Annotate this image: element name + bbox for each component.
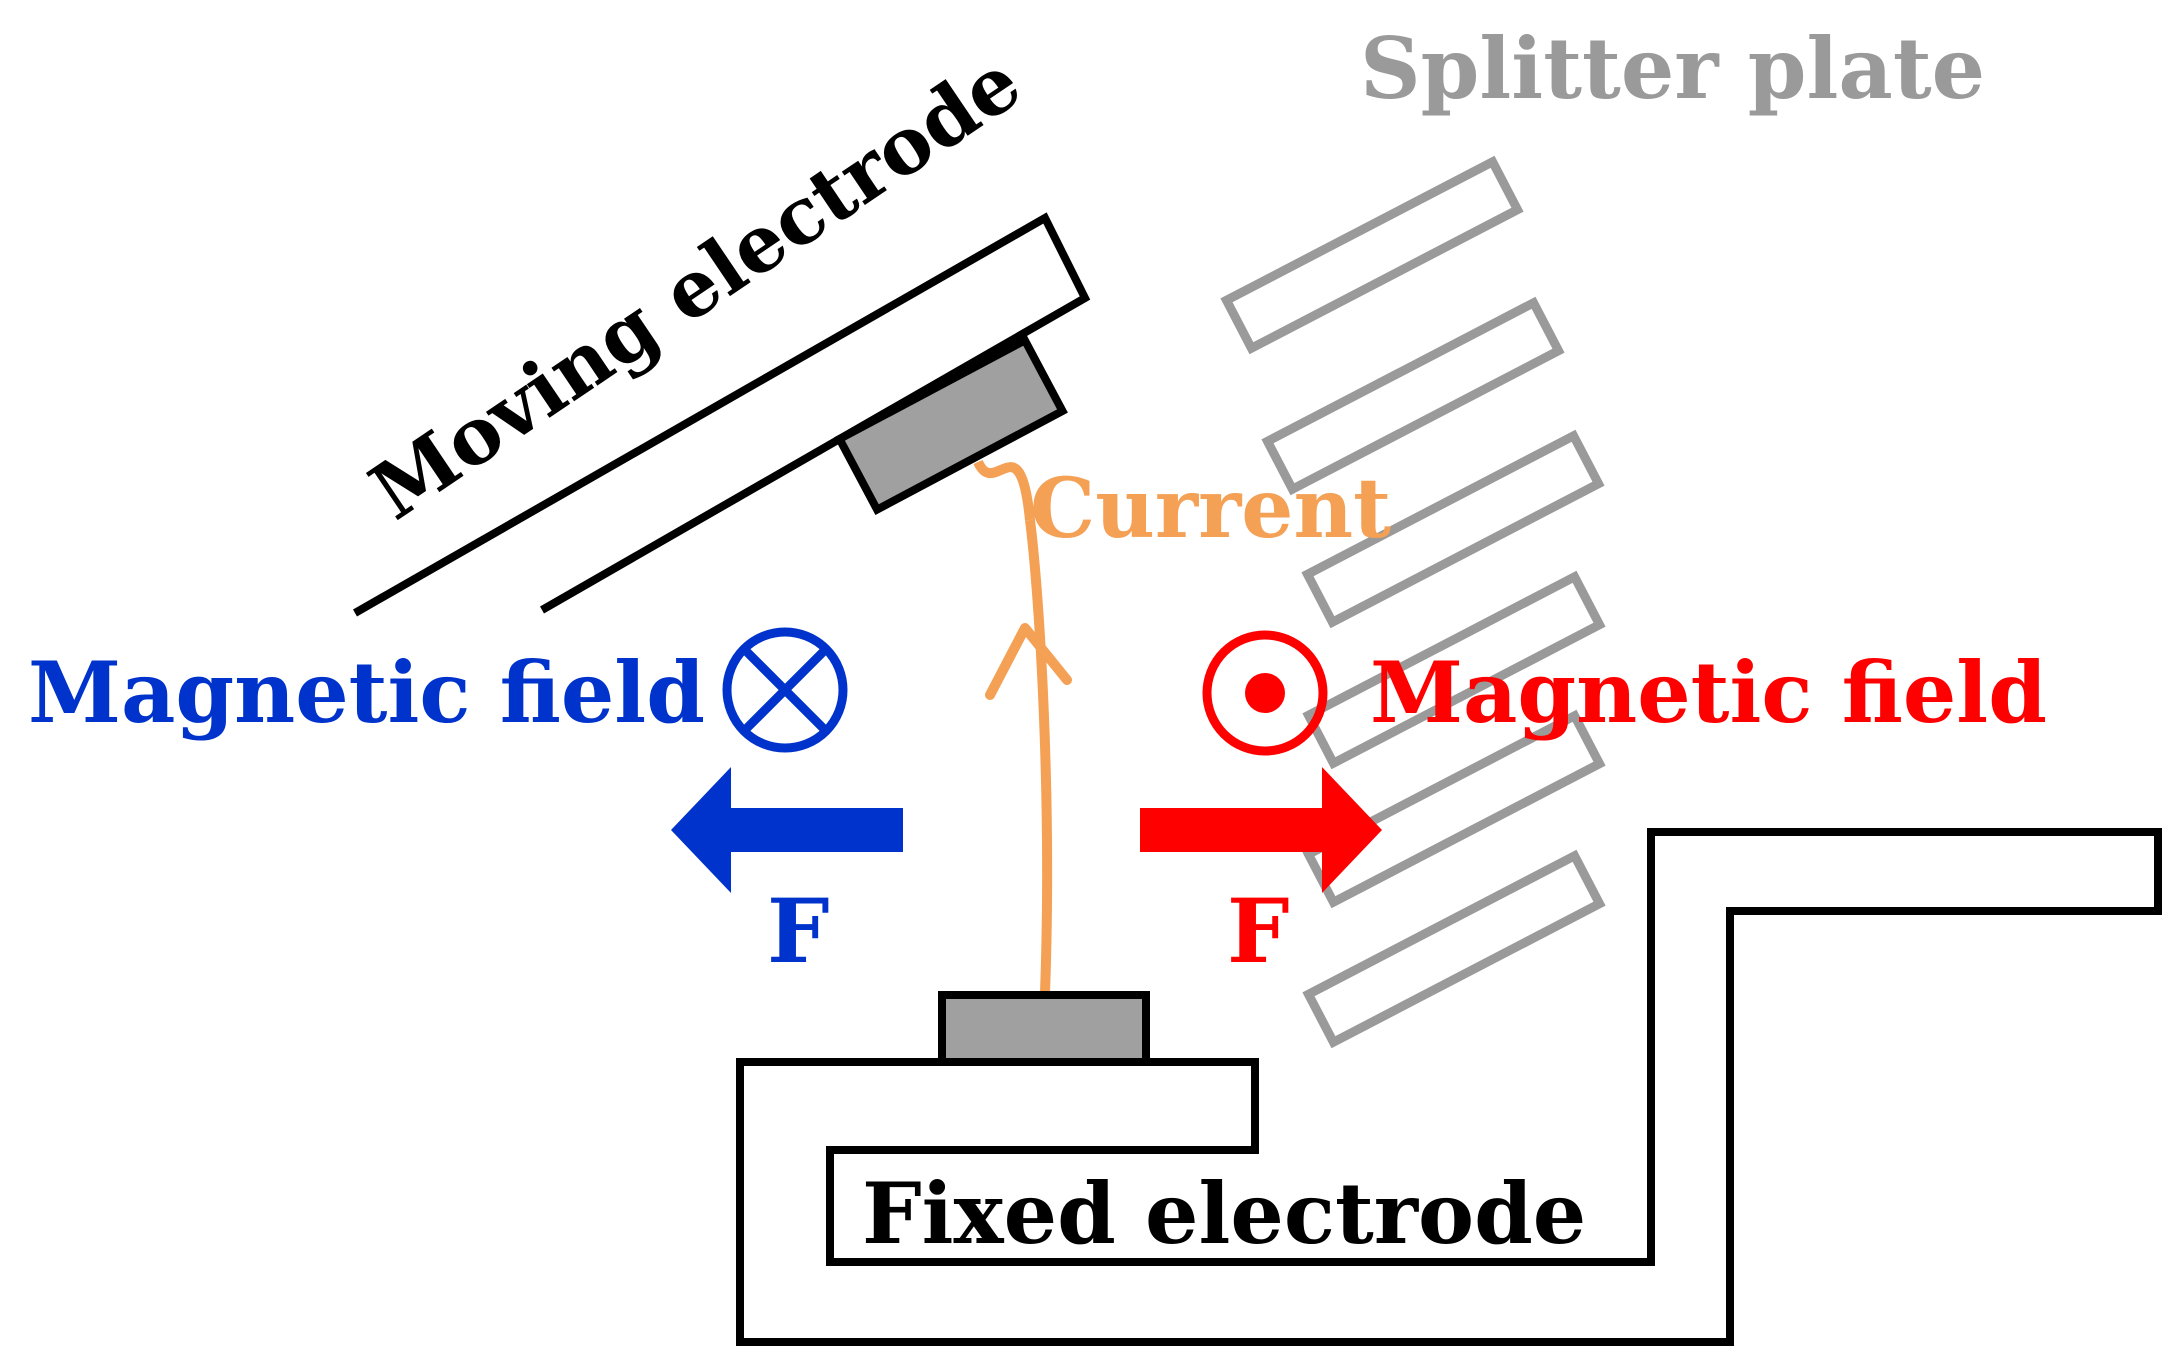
splitter-plate-1	[1220, 155, 1524, 355]
fixed-electrode-outline	[736, 828, 2162, 1346]
fixed-electrode-label: Fixed electrode	[862, 1164, 1586, 1263]
moving-contact	[834, 334, 1068, 516]
splitter-plate-4	[1302, 570, 1606, 770]
circle-dot-icon	[1202, 630, 1328, 756]
force-arrow-left	[671, 767, 903, 893]
splitter-plates	[1220, 155, 1606, 1049]
circle-cross-icon	[722, 627, 848, 753]
fixed-electrode	[736, 828, 2162, 1346]
splitter-plate-5	[1302, 709, 1606, 909]
force-right-label: F	[1227, 879, 1289, 983]
current-arc-end	[973, 459, 1035, 521]
current-arc	[973, 459, 1072, 994]
fixed-contact	[938, 991, 1150, 1066]
force-left-label: F	[767, 879, 829, 983]
current-arc-path	[1025, 519, 1053, 994]
current-label: Current	[1030, 461, 1391, 557]
splitter-plate-6	[1302, 849, 1606, 1049]
splitter-plate-3	[1301, 429, 1605, 629]
magnetic-field-right-label: Magnetic field	[1370, 643, 2047, 742]
splitter-plate-2	[1261, 296, 1565, 496]
moving-electrode	[353, 212, 1091, 617]
moving-electrode-outline	[353, 212, 1091, 617]
magnetic-field-left-label: Magnetic field	[28, 643, 705, 742]
force-arrow-right	[1140, 767, 1382, 893]
current-arrow-head	[985, 623, 1072, 700]
splitter-plate-label: Splitter plate	[1360, 19, 1985, 118]
